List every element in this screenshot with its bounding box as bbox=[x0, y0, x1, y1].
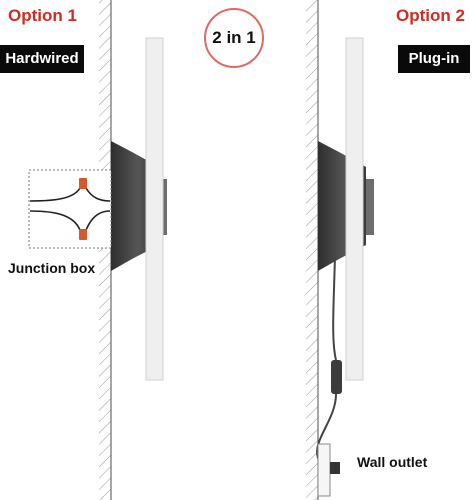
wire-lower-right bbox=[85, 210, 111, 231]
right-light-panel bbox=[345, 37, 364, 381]
right-wall bbox=[306, 0, 319, 500]
junction-box-inset bbox=[28, 169, 112, 249]
option-2-title: Option 2 bbox=[396, 6, 465, 25]
outlet-plug bbox=[330, 462, 340, 474]
wall-outlet bbox=[317, 443, 340, 497]
two-in-one-label: 2 in 1 bbox=[212, 28, 256, 47]
left-wall bbox=[99, 0, 112, 500]
inline-switch bbox=[331, 360, 342, 394]
right-light-fixture bbox=[318, 37, 374, 381]
left-wall-hatch bbox=[99, 0, 111, 500]
wall-outlet-label: Wall outlet bbox=[357, 454, 428, 470]
left-light-fixture bbox=[111, 37, 167, 381]
plug-in-tag: Plug-in bbox=[398, 45, 470, 73]
outlet-plate bbox=[317, 443, 331, 497]
wire-lower-left bbox=[29, 210, 81, 231]
power-cord bbox=[316, 254, 342, 470]
wire-connector-bottom bbox=[79, 229, 87, 240]
wire-upper-left bbox=[29, 187, 81, 202]
hardwired-tag: Hardwired bbox=[0, 45, 84, 73]
option-1-title: Option 1 bbox=[8, 6, 77, 25]
junction-box-frame bbox=[28, 169, 112, 249]
junction-box-label: Junction box bbox=[8, 260, 96, 276]
wire-connector-top bbox=[79, 178, 87, 189]
two-in-one-badge: 2 in 1 bbox=[204, 8, 264, 68]
right-wall-hatch bbox=[306, 0, 318, 500]
cord-upper bbox=[332, 254, 337, 361]
wire-upper-right bbox=[85, 187, 111, 202]
right-mount-plate bbox=[366, 179, 374, 235]
left-light-panel bbox=[145, 37, 164, 381]
